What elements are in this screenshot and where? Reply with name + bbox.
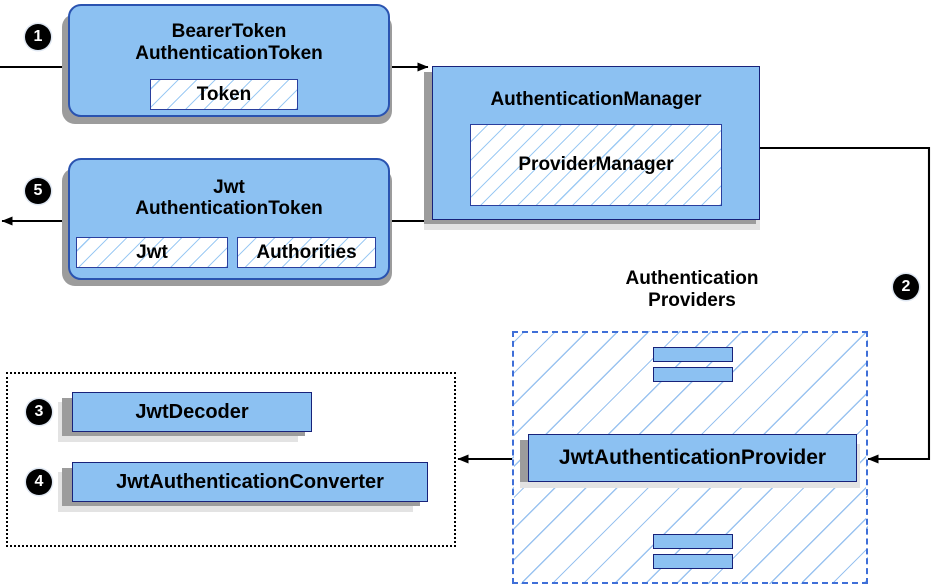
jwt-authentication-token-line1: Jwt [213, 176, 245, 198]
step-marker-1-number: 1 [33, 28, 43, 45]
bearer-token-title-line2: AuthenticationToken [135, 42, 323, 64]
authentication-providers-label: Authentication Providers [568, 268, 816, 311]
jwt-authentication-provider-label: JwtAuthenticationProvider [558, 446, 827, 470]
provider-ellipsis-bar-top-1 [653, 347, 733, 362]
provider-ellipsis-bar-bottom-1 [653, 534, 733, 549]
step-marker-2: 2 [893, 274, 919, 300]
step-marker-5-number: 5 [33, 182, 43, 199]
bearer-token-title-line1: BearerToken [171, 21, 287, 43]
step-marker-4: 4 [26, 469, 52, 495]
jwt-authentication-provider-node[interactable]: JwtAuthenticationProvider [528, 434, 857, 482]
jwt-inner-box: Jwt [76, 237, 228, 268]
step-marker-2-number: 2 [901, 278, 911, 295]
provider-manager-label: ProviderManager [518, 154, 674, 175]
token-inner-box: Token [150, 79, 298, 110]
authorities-inner-label: Authorities [256, 241, 357, 263]
authorities-inner-box: Authorities [237, 237, 376, 268]
step-marker-4-number: 4 [34, 473, 44, 490]
jwt-authentication-converter-node[interactable]: JwtAuthenticationConverter [72, 462, 428, 502]
authentication-providers-label-line1: Authentication [625, 268, 759, 289]
provider-ellipsis-bar-top-2 [653, 367, 733, 382]
jwt-support-components-group [6, 372, 456, 547]
jwt-inner-label: Jwt [136, 241, 168, 263]
jwt-decoder-label: JwtDecoder [135, 400, 249, 423]
jwt-decoder-node[interactable]: JwtDecoder [72, 392, 312, 432]
provider-ellipsis-bar-bottom-2 [653, 554, 733, 569]
jwt-authentication-token-line2: AuthenticationToken [135, 198, 323, 219]
step-marker-3: 3 [26, 399, 52, 425]
step-marker-1: 1 [25, 24, 51, 50]
provider-manager-inner-box: ProviderManager [470, 124, 722, 206]
jwt-authentication-converter-label: JwtAuthenticationConverter [116, 470, 384, 493]
token-inner-label: Token [196, 83, 252, 105]
authentication-manager-title: AuthenticationManager [490, 89, 702, 110]
authentication-providers-label-line2: Providers [648, 289, 736, 311]
step-marker-5: 5 [25, 178, 51, 204]
step-marker-3-number: 3 [34, 403, 44, 420]
